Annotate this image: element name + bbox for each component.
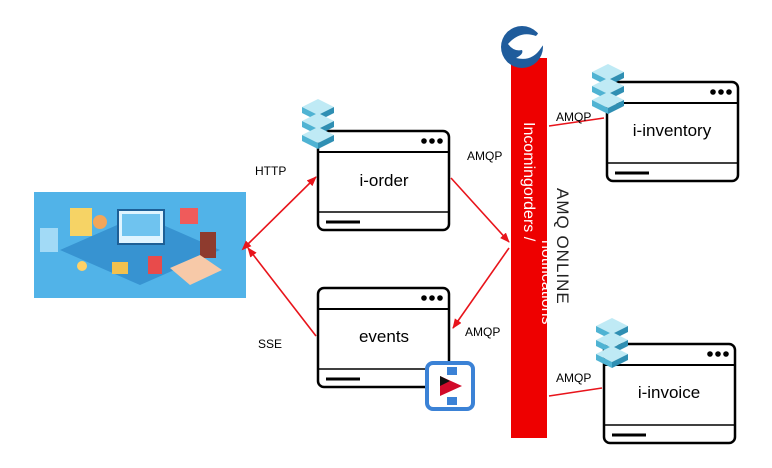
client-illustration xyxy=(34,192,246,298)
inventory-amqp-label: AMQP xyxy=(556,110,591,124)
arrow-box-icon xyxy=(425,361,475,411)
events-service-label: events xyxy=(359,327,409,346)
broker-bar-line1: Incomingorders / xyxy=(520,122,537,242)
http-label: HTTP xyxy=(255,164,286,178)
bird-logo-icon xyxy=(501,22,556,68)
broker-name: AMQ ONLINE xyxy=(553,188,572,305)
order-amqp-label: AMQP xyxy=(467,149,502,163)
broker-bar xyxy=(511,58,547,438)
inventory-service-label: i-inventory xyxy=(633,121,712,140)
invoice-service-label: i-invoice xyxy=(638,383,700,402)
broker-bar-line2: notifications xyxy=(538,240,555,325)
events-amqp-label: AMQP xyxy=(465,325,500,339)
invoice-service: i-invoice xyxy=(602,342,737,445)
order-cube-icon xyxy=(302,99,334,149)
order-service-label: i-order xyxy=(359,171,408,190)
invoice-amqp-label: AMQP xyxy=(556,371,591,385)
order-service: i-order xyxy=(316,129,451,232)
http-connector xyxy=(241,176,317,251)
inventory-amqp-connector xyxy=(548,117,605,127)
invoice-amqp-connector xyxy=(548,387,603,397)
order-amqp-connector xyxy=(450,177,510,243)
inventory-service: i-inventory xyxy=(605,80,740,183)
events-amqp-connector xyxy=(452,247,510,329)
sse-connector xyxy=(247,247,317,337)
inventory-cube-icon xyxy=(592,64,624,114)
invoice-cube-icon xyxy=(596,318,628,368)
sse-label: SSE xyxy=(258,337,282,351)
events-service: events xyxy=(316,286,451,389)
